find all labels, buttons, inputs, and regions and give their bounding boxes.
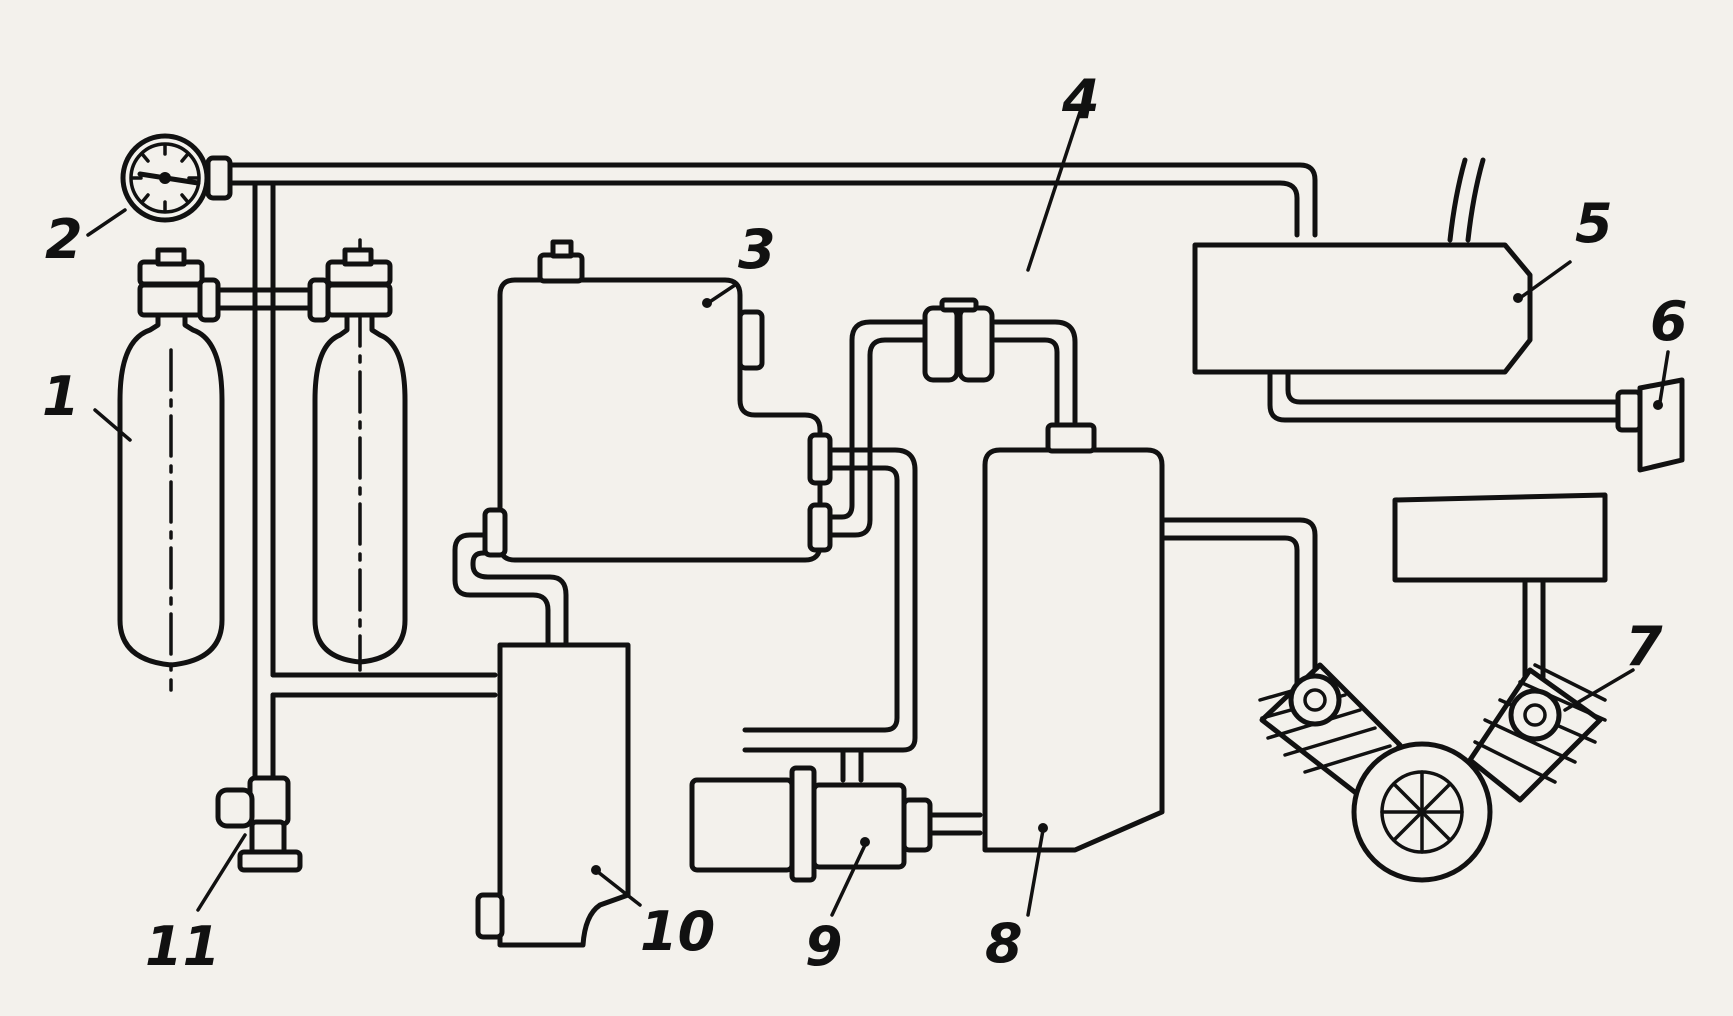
label-10: 10 bbox=[640, 900, 715, 963]
drain-valve-11 bbox=[215, 775, 303, 873]
pipe-unit10-unit3-a bbox=[452, 532, 551, 648]
leader-11 bbox=[196, 833, 247, 912]
gas-cylinder-1 bbox=[117, 297, 225, 692]
gas-cylinder-2 bbox=[312, 238, 408, 672]
pipe-unit8-to-engine-b bbox=[1157, 535, 1300, 693]
label-9: 9 bbox=[805, 915, 843, 978]
leader-4 bbox=[1026, 110, 1082, 272]
unit-5-box bbox=[1192, 242, 1533, 375]
label-2: 2 bbox=[45, 208, 83, 271]
engine-unit-7 bbox=[1258, 492, 1608, 883]
hose-unit5-top bbox=[1447, 157, 1468, 243]
pipe-unit3-to-unit4-b bbox=[822, 319, 928, 520]
leader-9 bbox=[830, 843, 867, 917]
label-1: 1 bbox=[42, 365, 80, 428]
label-5: 5 bbox=[1575, 192, 1613, 255]
label-6: 6 bbox=[1650, 290, 1688, 353]
label-11: 11 bbox=[145, 915, 220, 978]
leader-2 bbox=[86, 208, 127, 237]
leader-5 bbox=[1518, 260, 1572, 300]
label-3: 3 bbox=[738, 218, 776, 281]
unit-9-motor bbox=[689, 765, 933, 883]
pipework bbox=[212, 157, 1623, 836]
leader-lines bbox=[86, 110, 1670, 917]
label-8: 8 bbox=[985, 912, 1023, 975]
unit-8-block bbox=[982, 422, 1165, 853]
tank-unit-3 bbox=[482, 239, 833, 563]
pressure-gauge bbox=[120, 133, 233, 223]
leader-7 bbox=[1563, 668, 1635, 712]
engine-fins bbox=[1258, 663, 1607, 784]
pipe-unit3-to-unit4-a bbox=[822, 337, 928, 538]
pipe-unit5-to-unit6-a bbox=[1267, 367, 1623, 423]
leader-10 bbox=[596, 870, 642, 907]
leader-3 bbox=[706, 283, 737, 305]
cylinder-1-valve bbox=[137, 247, 221, 323]
number-labels: 1 2 3 4 5 6 7 8 9 10 11 bbox=[42, 68, 1688, 978]
pipe-unit3-to-unit9-b bbox=[742, 465, 900, 733]
leader-1 bbox=[93, 408, 132, 442]
filter-unit-4 bbox=[922, 297, 995, 383]
unit-6-nozzle bbox=[1615, 377, 1685, 473]
leader-6 bbox=[1658, 350, 1670, 404]
cylinder-2-valve bbox=[307, 247, 393, 323]
pipe-gauge-to-unit5-inner bbox=[227, 180, 1300, 238]
pipe-unit4-to-unit8-b bbox=[992, 337, 1060, 425]
pipe-gauge-to-unit5-outer bbox=[227, 162, 1318, 238]
unit-10-box bbox=[475, 642, 631, 948]
pipe-unit4-to-unit8-a bbox=[992, 319, 1078, 425]
leader-8 bbox=[1026, 828, 1045, 917]
pipe-unit8-to-engine-a bbox=[1157, 517, 1318, 693]
pipe-unit10-unit3-b bbox=[470, 550, 569, 648]
label-7: 7 bbox=[1625, 615, 1663, 678]
label-4: 4 bbox=[1061, 68, 1100, 131]
pipe-unit3-to-unit9-a bbox=[742, 447, 918, 753]
hose-unit5-top-b bbox=[1465, 157, 1486, 243]
pipe-unit5-to-unit6-b bbox=[1285, 367, 1623, 405]
